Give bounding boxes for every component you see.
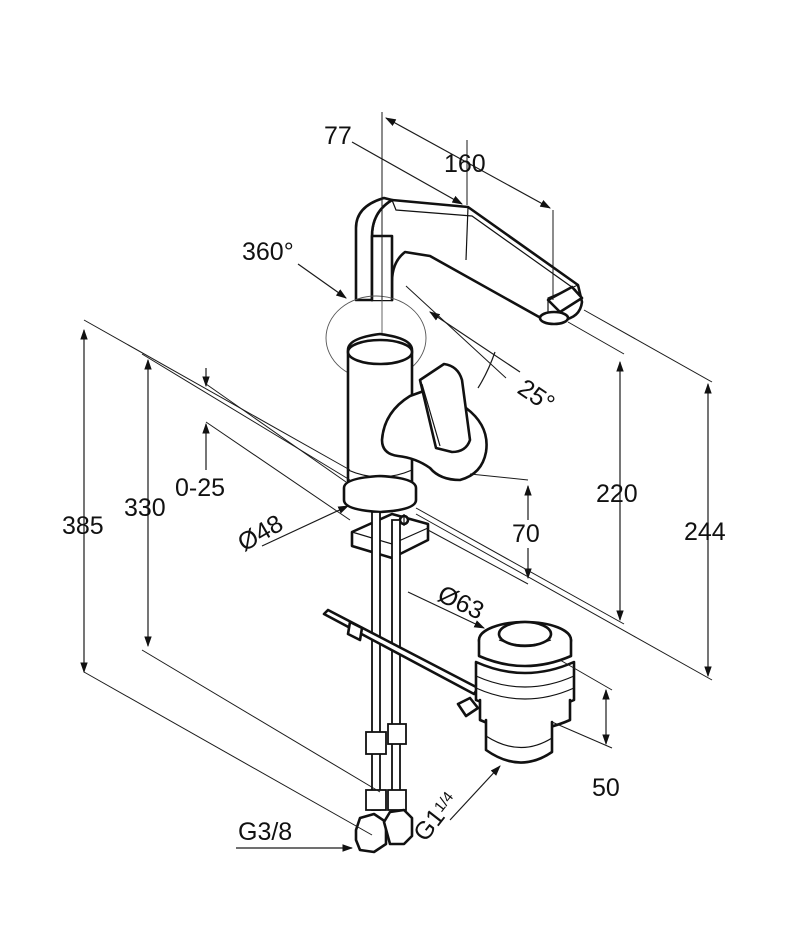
label-0-25: 0-25	[175, 474, 225, 502]
dimension-lines	[80, 112, 713, 852]
label-77: 77	[324, 122, 352, 150]
label-360-degrees: 360°	[242, 238, 294, 266]
pop-up-rod	[322, 608, 480, 696]
label-diameter-63: Ø63	[433, 580, 488, 625]
label-g3-8: G3/8	[238, 818, 292, 846]
label-50: 50	[592, 774, 620, 802]
label-25-degrees: 25°	[513, 374, 560, 418]
label-244: 244	[684, 518, 726, 546]
hex-nut-right	[382, 808, 414, 846]
base-flange	[342, 474, 418, 514]
faucet-body	[322, 196, 584, 854]
label-385: 385	[62, 512, 104, 540]
waste-valve	[456, 620, 576, 764]
supply-hose-left	[371, 511, 381, 811]
hex-nut-left	[354, 812, 388, 854]
label-70: 70	[512, 520, 540, 548]
spout-outlet	[546, 285, 584, 314]
label-g1-quarter: G11/4	[408, 787, 463, 847]
label-160: 160	[444, 150, 486, 178]
label-220: 220	[596, 480, 638, 508]
supply-hose-right	[391, 519, 401, 811]
label-diameter-48: Ø48	[233, 509, 288, 557]
label-330: 330	[124, 494, 166, 522]
mounting-plate	[350, 512, 430, 560]
